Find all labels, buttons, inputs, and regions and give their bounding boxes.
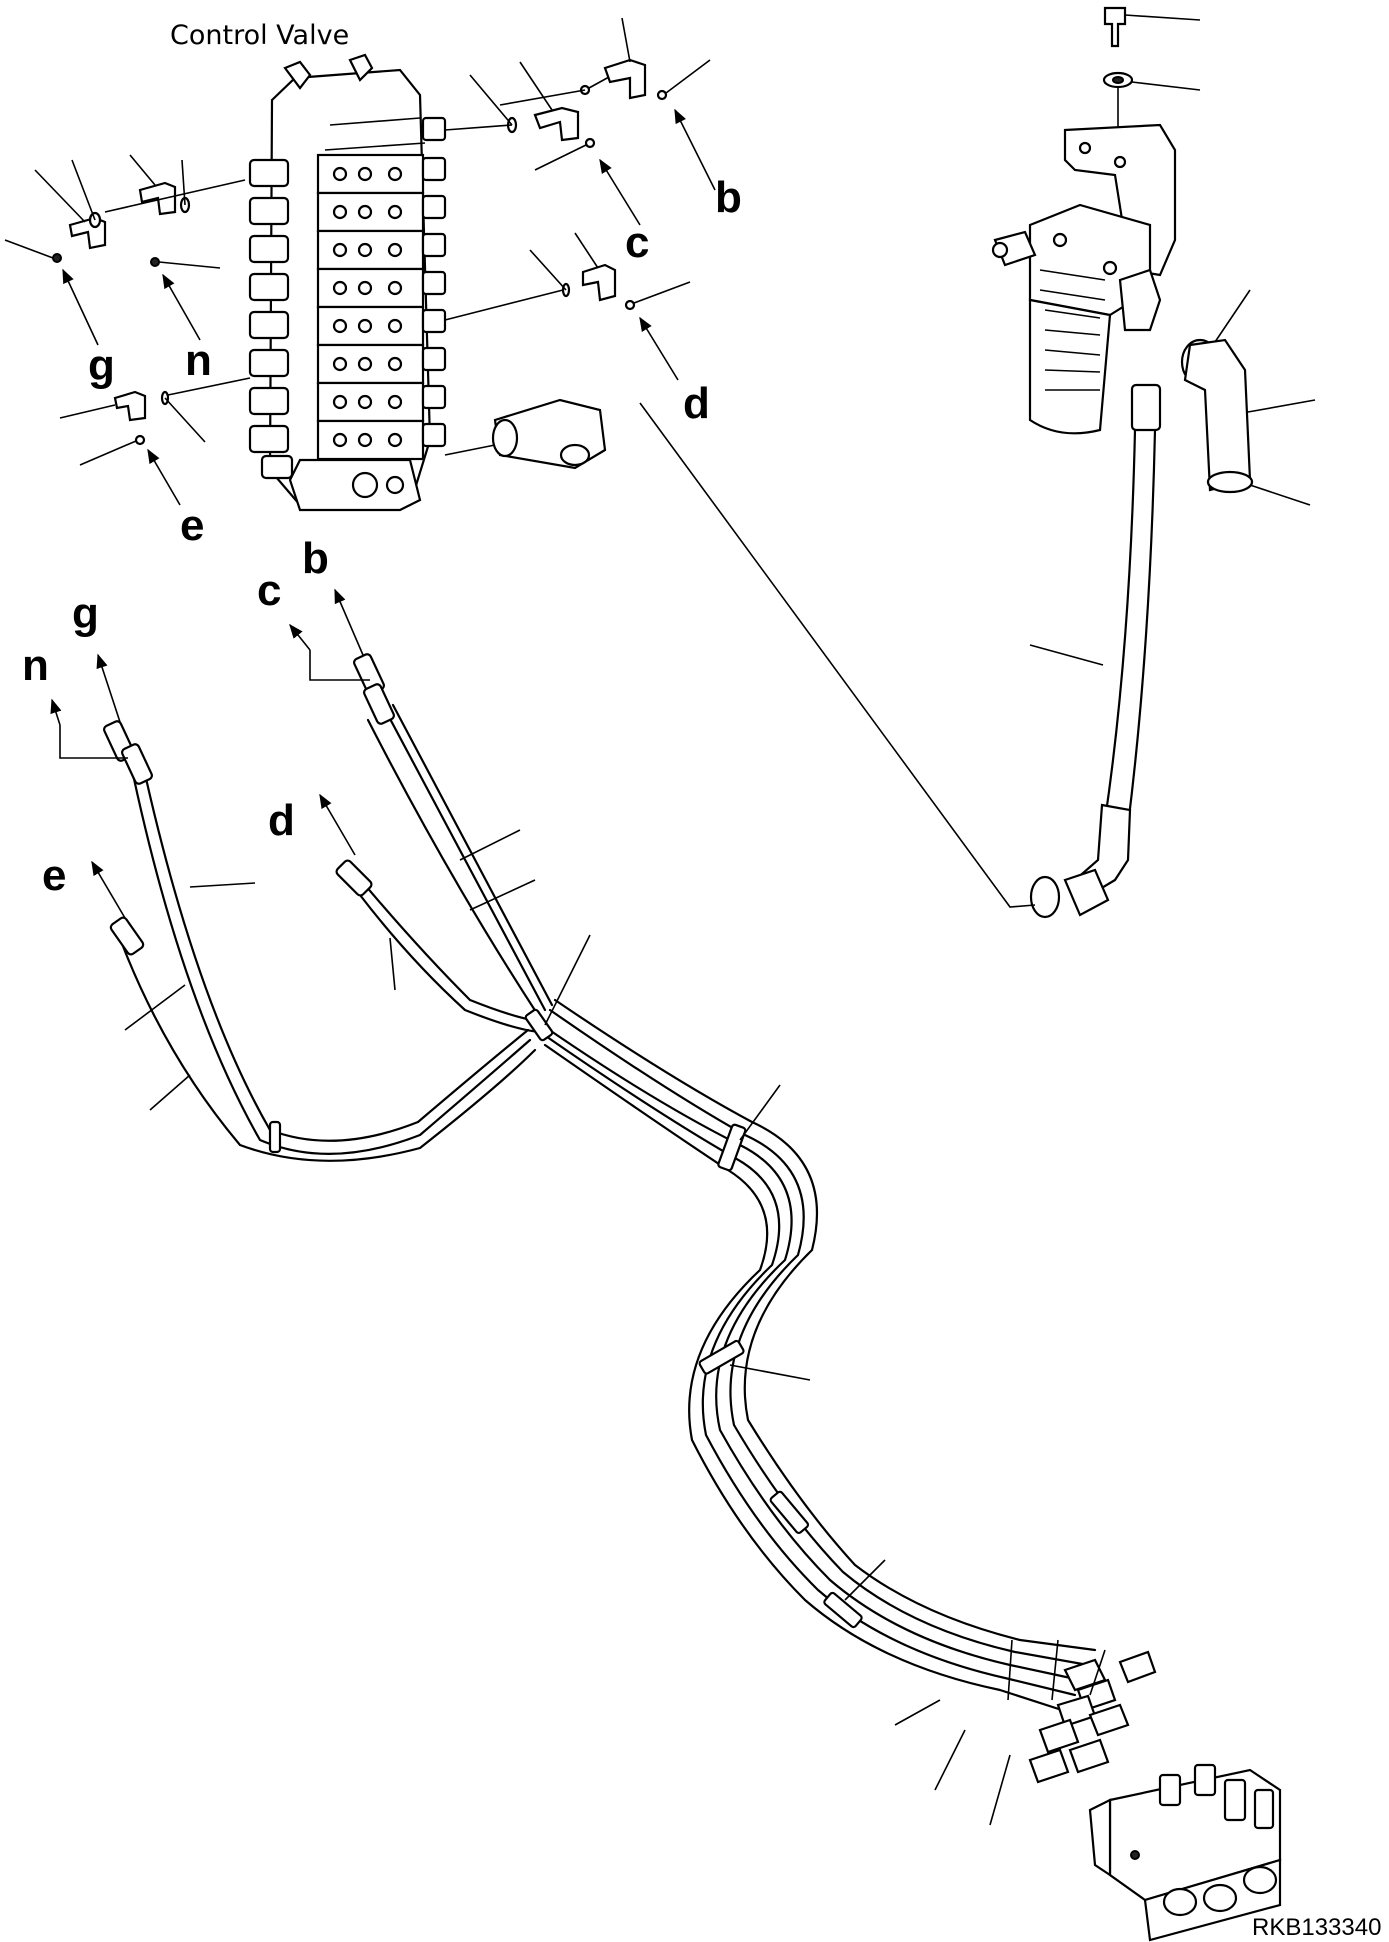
callout-c-top: c bbox=[625, 218, 649, 267]
suction-hose bbox=[639, 383, 1162, 919]
elbow-fitting-mid-right bbox=[444, 232, 691, 321]
spool-caps-right bbox=[421, 116, 447, 448]
tee-fitting bbox=[444, 398, 607, 470]
control-valve-body bbox=[248, 53, 447, 512]
elbow-fitting-upper bbox=[444, 59, 711, 142]
callout-g-bottom: g bbox=[72, 589, 99, 638]
elbow-fitting-left-3 bbox=[59, 377, 251, 466]
callout-d-top: d bbox=[683, 379, 710, 428]
callout-b-top: b bbox=[715, 173, 742, 222]
callout-b-bottom: b bbox=[302, 534, 329, 583]
callout-n-bottom: n bbox=[22, 641, 49, 690]
elbow-hose-piece bbox=[1180, 289, 1316, 506]
callout-e-bottom: e bbox=[42, 851, 66, 900]
filter-assembly bbox=[991, 6, 1201, 435]
callout-e-top: e bbox=[180, 501, 204, 550]
valve-sections bbox=[316, 153, 425, 461]
callout-arrows-lower bbox=[50, 588, 370, 919]
hose-harness bbox=[103, 653, 1157, 1826]
drawing-code: RKB133340 bbox=[1252, 1914, 1381, 1941]
callout-n-top: n bbox=[185, 336, 212, 385]
elbow-fitting-top-right bbox=[499, 17, 647, 106]
callout-c-bottom: c bbox=[257, 566, 281, 615]
o-ring-c-source bbox=[534, 137, 596, 171]
callout-arrows-upper bbox=[62, 108, 716, 506]
callout-g-top: g bbox=[88, 341, 115, 390]
control-valve-title: Control Valve bbox=[170, 20, 349, 51]
pilot-manifold bbox=[1088, 1763, 1282, 1942]
spool-caps-left bbox=[248, 158, 294, 480]
elbow-fitting-left-1 bbox=[4, 159, 107, 263]
callout-d-bottom: d bbox=[268, 796, 295, 845]
elbow-fitting-left-2 bbox=[104, 154, 246, 269]
